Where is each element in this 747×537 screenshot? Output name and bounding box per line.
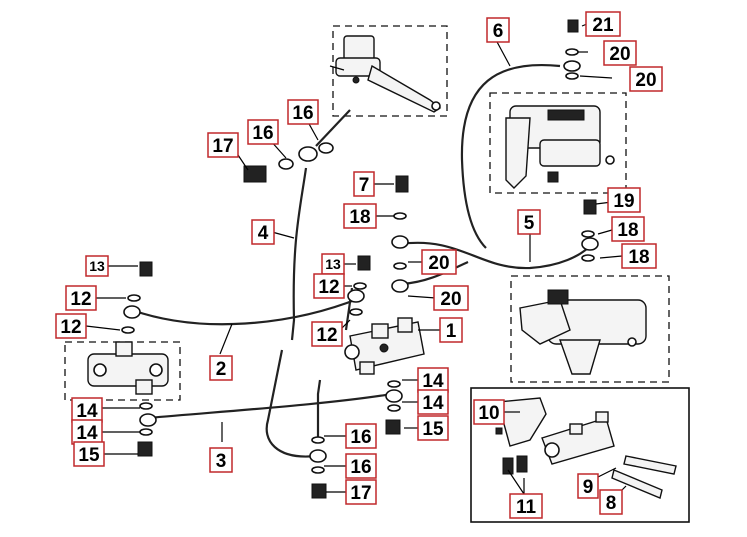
- callout-label: 12: [70, 289, 91, 310]
- callout-label: 19: [613, 191, 634, 212]
- callout-20: 20: [603, 40, 637, 66]
- callout-label: 15: [422, 419, 444, 440]
- callout-label: 11: [516, 497, 537, 518]
- rear-caliper: [519, 289, 647, 375]
- callout-15: 15: [417, 415, 449, 441]
- callout-4: 4: [251, 219, 275, 245]
- master-cylinder-group-box: [332, 25, 448, 117]
- callout-label: 12: [318, 277, 339, 298]
- callout-14: 14: [71, 397, 103, 423]
- callout-13: 13: [321, 253, 345, 275]
- callout-label: 16: [292, 103, 313, 124]
- callout-17: 17: [345, 479, 377, 505]
- splitter-valve-group-box: [64, 341, 181, 401]
- callout-label: 8: [606, 493, 617, 514]
- callout-label: 20: [440, 289, 461, 310]
- callout-16: 16: [345, 423, 377, 449]
- callout-7: 7: [353, 171, 375, 197]
- callout-label: 13: [325, 256, 341, 272]
- callout-9: 9: [577, 473, 599, 499]
- splitter-valve: [87, 341, 169, 395]
- callout-13: 13: [85, 255, 109, 277]
- hardware: [121, 19, 599, 499]
- callout-18: 18: [611, 216, 645, 242]
- callout-17: 17: [207, 132, 239, 158]
- callout-label: 7: [359, 175, 370, 196]
- proportioning-valve: [344, 317, 425, 375]
- callout-label: 18: [349, 207, 370, 228]
- callout-16: 16: [345, 453, 377, 479]
- callout-20: 20: [433, 285, 469, 311]
- callout-label: 16: [252, 123, 273, 144]
- callout-14: 14: [71, 419, 103, 445]
- valve-assembly-inset-box: [470, 387, 690, 523]
- rear-caliper-group-box: [510, 275, 670, 383]
- master-cylinder-lever: [329, 35, 442, 113]
- callout-label: 4: [258, 223, 269, 244]
- callout-label: 17: [350, 483, 371, 504]
- callout-label: 20: [609, 44, 630, 65]
- callout-6: 6: [486, 17, 510, 43]
- brake-lines: [131, 64, 591, 458]
- callout-18: 18: [343, 203, 377, 229]
- callout-label: 20: [428, 253, 449, 274]
- callout-label: 14: [76, 401, 98, 422]
- callout-label: 13: [89, 258, 105, 274]
- callout-label: 12: [60, 317, 81, 338]
- callout-21: 21: [585, 11, 621, 37]
- callout-5: 5: [517, 209, 541, 235]
- callout-16: 16: [287, 99, 319, 125]
- callout-label: 20: [635, 70, 656, 91]
- callout-label: 12: [316, 325, 337, 346]
- callout-label: 14: [422, 371, 444, 392]
- callout-label: 6: [493, 21, 504, 42]
- callout-20: 20: [629, 66, 663, 92]
- front-caliper-group-box: [489, 92, 627, 194]
- callout-label: 9: [583, 477, 594, 498]
- callout-8: 8: [599, 489, 623, 515]
- callout-label: 18: [617, 220, 638, 241]
- callout-15: 15: [73, 441, 105, 467]
- callout-14: 14: [417, 367, 449, 393]
- callout-12: 12: [311, 321, 343, 347]
- callout-label: 16: [350, 457, 371, 478]
- callout-14: 14: [417, 389, 449, 415]
- callout-3: 3: [209, 447, 233, 473]
- callout-label: 21: [592, 15, 614, 36]
- callout-16: 16: [247, 119, 279, 145]
- callout-20: 20: [421, 249, 457, 275]
- front-caliper: [505, 105, 615, 189]
- callout-label: 16: [350, 427, 371, 448]
- callout-label: 2: [216, 359, 227, 380]
- callout-label: 14: [76, 423, 98, 444]
- callout-11: 11: [509, 493, 543, 519]
- callout-12: 12: [65, 285, 97, 311]
- callout-1: 1: [439, 317, 463, 343]
- callout-10: 10: [473, 399, 505, 425]
- callout-label: 3: [216, 451, 227, 472]
- callout-label: 10: [478, 403, 499, 424]
- callout-19: 19: [607, 187, 641, 213]
- callout-2: 2: [209, 355, 233, 381]
- callout-label: 1: [446, 321, 457, 342]
- callout-12: 12: [313, 273, 345, 299]
- callout-18: 18: [621, 243, 657, 269]
- callout-label: 14: [422, 393, 444, 414]
- callout-label: 17: [212, 136, 233, 157]
- callout-12: 12: [55, 313, 87, 339]
- callout-label: 15: [78, 445, 100, 466]
- callout-label: 18: [628, 247, 649, 268]
- callout-label: 5: [524, 213, 535, 234]
- inset-valve-assembly: [495, 397, 677, 499]
